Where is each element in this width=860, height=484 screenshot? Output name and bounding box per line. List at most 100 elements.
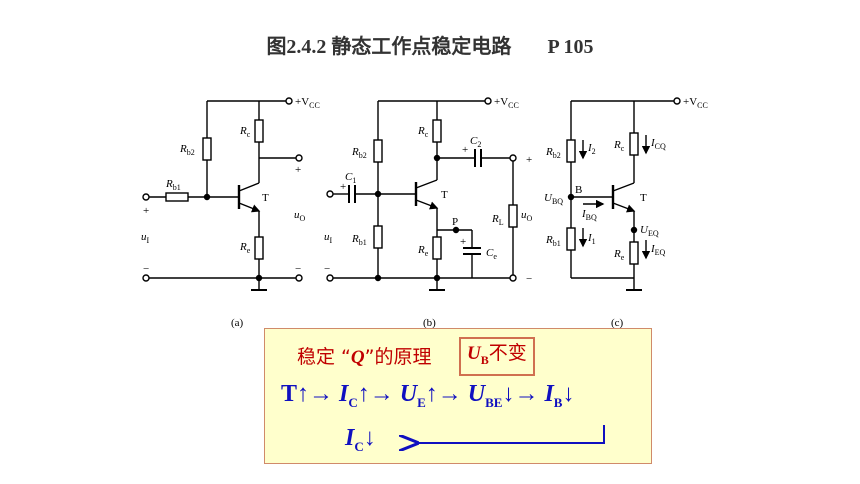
principle-q: Q: [350, 347, 365, 368]
vcc-sub-c: CC: [697, 101, 708, 110]
icq-label-c: I: [650, 137, 656, 149]
chain-ic-sub: C: [348, 394, 358, 410]
svg-text:Rb1: Rb1: [545, 234, 561, 248]
svg-text:C2: C2: [470, 135, 481, 149]
i2-label-c: I: [587, 142, 593, 154]
c2-label-b: C: [470, 135, 478, 147]
rl-sub-b: L: [499, 218, 504, 227]
output-terminal-minus-a: [295, 274, 303, 282]
vcc-terminal-b: [484, 97, 492, 105]
figure-title: 图2.4.2 静态工作点稳定电路: [266, 36, 512, 58]
resistor-rb2-a: [202, 137, 212, 161]
up-arrow-icon: ↑: [297, 381, 310, 407]
ui-sub-a: I: [147, 236, 150, 245]
up-arrow-icon: ↑: [357, 381, 370, 407]
circuit-a: [142, 97, 303, 291]
chain-ib-sub: B: [553, 394, 563, 410]
circuit-diagrams: +VCC Rb2 Rc Rb1 Re T uI uO + + − − (a): [141, 96, 708, 329]
right-arrow-icon: →: [309, 381, 334, 407]
rc-label-a: R: [239, 125, 247, 137]
input-terminal-plus-a: [142, 193, 150, 201]
ibq-sub-c: BQ: [586, 213, 597, 222]
plus-sign-c1-b: +: [340, 181, 346, 193]
input-terminal-plus-b: [326, 190, 334, 198]
svg-text:I1: I1: [587, 232, 596, 246]
plus-sign-ce-b: +: [460, 236, 466, 248]
resistor-rb1-b: [373, 225, 383, 249]
svg-text:uO: uO: [521, 209, 533, 223]
transistor-label-a: T: [262, 192, 269, 204]
resistor-re-c: [629, 241, 639, 265]
svg-text:ICQ: ICQ: [650, 137, 666, 151]
transistor-label-c: T: [640, 192, 647, 204]
svg-text:UBQ: UBQ: [544, 192, 563, 206]
ub-constant-box: UB不变: [459, 337, 535, 376]
ui-label-b: u: [324, 231, 330, 243]
plus-sign-out-a: +: [295, 164, 301, 176]
principle-prefix: 稳定 “: [297, 346, 351, 368]
svg-text:uI: uI: [324, 231, 333, 245]
feedback-return-arrow: [265, 425, 605, 465]
re-label-a: R: [239, 241, 247, 253]
output-terminal-minus-b: [509, 274, 517, 282]
rc-label-b: R: [417, 125, 425, 137]
caption-c: (c): [611, 317, 624, 329]
rb2-sub-a: b2: [187, 148, 195, 157]
chain-ib: I: [544, 381, 554, 407]
rc-sub-c: c: [621, 144, 625, 153]
right-arrow-icon: →: [437, 381, 462, 407]
chain-ue: U: [399, 381, 418, 407]
resistor-rb2-b: [373, 139, 383, 163]
chain-ic-result: I: [345, 425, 355, 451]
chain-ic-result-sub: C: [354, 438, 364, 454]
rb2-label-c: R: [545, 146, 553, 158]
rl-label-b: R: [491, 213, 499, 225]
svg-text:IBQ: IBQ: [581, 208, 597, 222]
svg-text:Rc: Rc: [613, 139, 625, 153]
svg-text:Re: Re: [613, 248, 625, 262]
stability-principle-panel: 稳定 “Q”的原理 UB不变 T↑→ IC↑→ UE↑→ UBE↓→ IB↓ I…: [264, 328, 652, 464]
svg-text:+VCC: +VCC: [494, 96, 519, 110]
i1-label-c: I: [587, 232, 593, 244]
rb1-sub-a: b1: [173, 183, 181, 192]
up-arrow-icon: ↑: [425, 381, 438, 407]
svg-text:Rb2: Rb2: [351, 146, 367, 160]
vcc-label-c: +V: [683, 96, 697, 108]
ieq-label-c: I: [650, 243, 656, 255]
uo-sub-a: O: [300, 214, 306, 223]
ueq-label-c: U: [640, 224, 649, 236]
down-arrow-icon: ↓: [502, 381, 515, 407]
minus-sign-in-a: −: [143, 263, 149, 275]
circuit-b: [326, 97, 518, 291]
minus-sign-in-b: −: [324, 263, 330, 275]
ce-sub-b: e: [493, 252, 497, 261]
rb2-sub-c: b2: [553, 151, 561, 160]
svg-text:+VCC: +VCC: [295, 96, 320, 110]
svg-text:RL: RL: [491, 213, 504, 227]
resistor-rc-b: [432, 119, 442, 143]
resistor-rb1-c: [566, 227, 576, 251]
uo-label-b: u: [521, 209, 527, 221]
re-label-b: R: [417, 244, 425, 256]
chain-ube: U: [467, 381, 486, 407]
vcc-sub-a: CC: [309, 101, 320, 110]
ub-sub: B: [480, 352, 489, 367]
rb1-sub-b: b1: [359, 238, 367, 247]
svg-text:C1: C1: [345, 171, 356, 185]
chain-ic: I: [339, 381, 349, 407]
rb1-sub-c: b1: [553, 239, 561, 248]
ueq-sub-c: EQ: [648, 229, 659, 238]
rb1-label-a: R: [165, 178, 173, 190]
caption-a: (a): [231, 317, 244, 329]
resistor-rc-c: [629, 132, 639, 156]
chain-result: IC↓: [345, 425, 376, 455]
c2-sub-b: 2: [477, 140, 481, 149]
ub-text: 不变: [488, 342, 527, 364]
rc-sub-a: c: [247, 130, 251, 139]
re-sub-b: e: [425, 249, 429, 258]
i2-sub-c: 2: [592, 147, 596, 156]
circuit-c: [566, 97, 681, 291]
svg-text:IEQ: IEQ: [650, 243, 666, 257]
svg-text:Rc: Rc: [239, 125, 251, 139]
resistor-re-b: [432, 236, 442, 260]
